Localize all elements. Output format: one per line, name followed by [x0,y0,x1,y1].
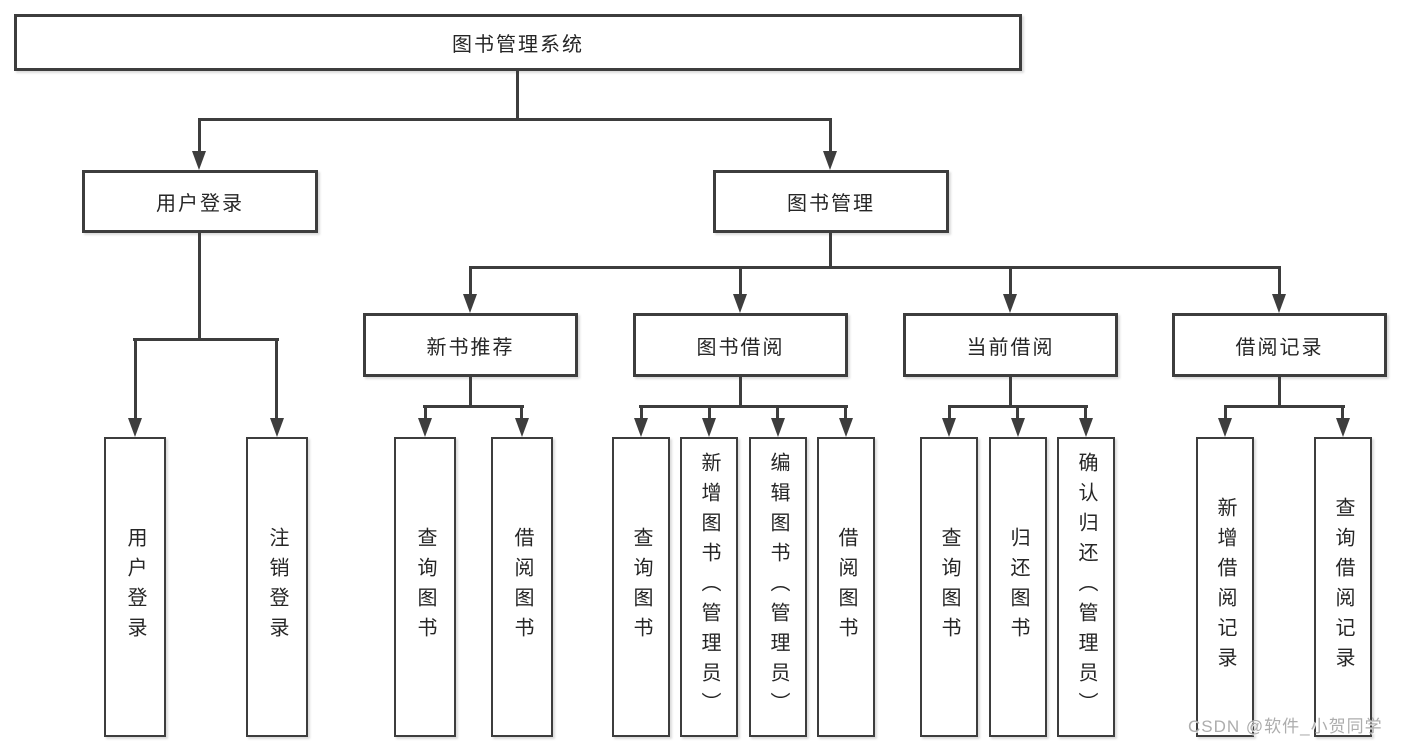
leaf-logout: 注销登录 [246,437,308,737]
arrow-down-icon [270,418,284,437]
leaf-records-query-record-label: 查询借阅记录 [1332,497,1354,677]
node-user-login: 用户登录 [82,170,318,233]
node-borrow-records: 借阅记录 [1172,313,1387,377]
connector-book-borrowing-stem [739,377,742,406]
arrow-down-icon [771,418,785,437]
connector-user-login-rail [133,338,279,341]
leaf-borrowing-add-books-admin-label: 新增图书（管理员） [698,452,720,722]
leaf-current-return-books: 归还图书 [989,437,1047,737]
connector-drop [1084,405,1087,420]
connector-user-login-stem [198,233,201,339]
leaf-borrowing-borrow-books-label: 借阅图书 [835,527,857,647]
connector-new-book-recommend-stem [469,377,472,406]
arrow-down-icon [1079,418,1093,437]
connector-borrow-records-rail [1224,405,1345,408]
connector-drop [1341,405,1344,420]
leaf-borrowing-add-books-admin: 新增图书（管理员） [680,437,738,737]
node-library-system: 图书管理系统 [14,14,1022,71]
arrow-down-icon [192,151,206,170]
leaf-user-login-label: 用户登录 [124,527,146,647]
connector-drop [520,405,523,420]
leaf-recommend-borrow-books-label: 借阅图书 [511,527,533,647]
connector-drop [640,405,643,420]
node-current-borrowing-label: 当前借阅 [966,336,1055,359]
leaf-borrowing-edit-books-admin-label: 编辑图书（管理员） [767,452,789,722]
connector-drop-new-book-recommend [469,266,472,296]
arrow-down-icon [823,151,837,170]
connector-book-management-stem [829,233,832,268]
node-new-book-recommend: 新书推荐 [363,313,578,377]
leaf-current-confirm-return-admin: 确认归还（管理员） [1057,437,1115,737]
watermark: CSDN @软件_小贺同学 [1188,717,1383,736]
leaf-current-confirm-return-admin-label: 确认归还（管理员） [1075,452,1097,722]
arrow-down-icon [1003,294,1017,313]
connector-drop-leaf-logout [275,338,278,420]
connector-drop-book-borrowing [739,266,742,296]
leaf-logout-label: 注销登录 [266,527,288,647]
connector-new-book-recommend-rail [423,405,524,408]
leaf-records-add-record: 新增借阅记录 [1196,437,1254,737]
node-user-login-label: 用户登录 [156,193,244,215]
leaf-current-return-books-label: 归还图书 [1007,527,1029,647]
arrow-down-icon [1218,418,1232,437]
leaf-recommend-borrow-books: 借阅图书 [491,437,553,737]
node-new-book-recommend-label: 新书推荐 [426,336,515,359]
arrow-down-icon [463,294,477,313]
arrow-down-icon [942,418,956,437]
connector-drop [776,405,779,420]
connector-current-borrowing-stem [1009,377,1012,406]
arrow-down-icon [702,418,716,437]
connector-drop-leaf-user-login [134,338,137,420]
arrow-down-icon [1272,294,1286,313]
connector-drop-current-borrowing [1009,266,1012,296]
arrow-down-icon [839,418,853,437]
node-library-system-label: 图书管理系统 [452,34,584,56]
connector-root-rail [198,118,832,121]
connector-drop [1224,405,1227,420]
connector-drop-user-login [198,118,201,153]
connector-drop [844,405,847,420]
arrow-down-icon [733,294,747,313]
leaf-current-query-books-label: 查询图书 [938,527,960,647]
node-book-borrowing: 图书借阅 [633,313,848,377]
connector-drop [948,405,951,420]
arrow-down-icon [634,418,648,437]
leaf-records-add-record-label: 新增借阅记录 [1214,497,1236,677]
connector-drop [1016,405,1019,420]
node-book-management: 图书管理 [713,170,949,233]
connector-book-management-rail [469,266,1281,269]
arrow-down-icon [418,418,432,437]
leaf-borrowing-query-books-label: 查询图书 [630,527,652,647]
connector-drop [424,405,427,420]
leaf-borrowing-query-books: 查询图书 [612,437,670,737]
leaf-current-query-books: 查询图书 [920,437,978,737]
node-book-management-label: 图书管理 [787,193,875,215]
leaf-user-login: 用户登录 [104,437,166,737]
node-borrow-records-label: 借阅记录 [1235,336,1324,359]
node-book-borrowing-label: 图书借阅 [696,336,785,359]
connector-borrow-records-stem [1278,377,1281,406]
connector-drop-borrow-records [1278,266,1281,296]
leaf-recommend-query-books: 查询图书 [394,437,456,737]
leaf-borrowing-edit-books-admin: 编辑图书（管理员） [749,437,807,737]
arrow-down-icon [128,418,142,437]
connector-book-borrowing-rail [639,405,848,408]
connector-drop [708,405,711,420]
arrow-down-icon [1336,418,1350,437]
arrow-down-icon [515,418,529,437]
leaf-records-query-record: 查询借阅记录 [1314,437,1372,737]
connector-drop-book-management [829,118,832,153]
node-current-borrowing: 当前借阅 [903,313,1118,377]
arrow-down-icon [1011,418,1025,437]
leaf-recommend-query-books-label: 查询图书 [414,527,436,647]
connector-root-stem [516,70,519,120]
leaf-borrowing-borrow-books: 借阅图书 [817,437,875,737]
